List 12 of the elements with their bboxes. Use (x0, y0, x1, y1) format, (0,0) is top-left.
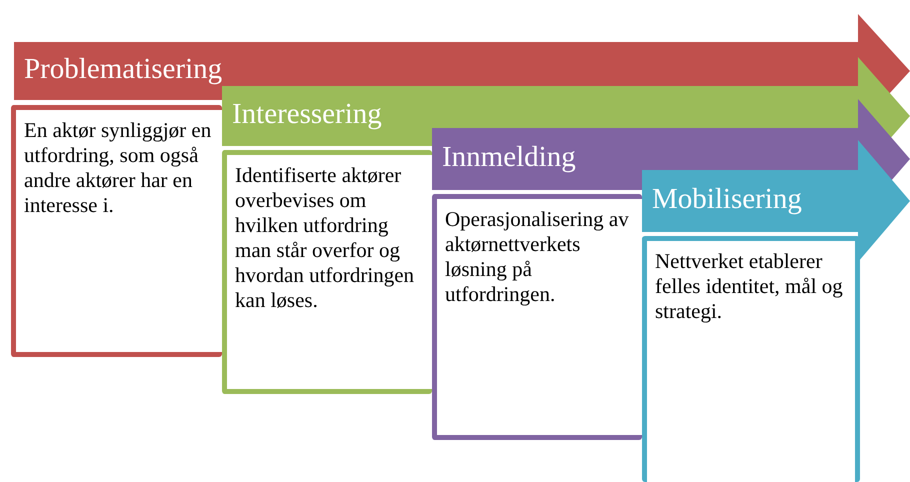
description-text: Operasjonalisering av aktørnettverkets løsning på utfordringen. (445, 207, 630, 307)
description-box (11, 105, 222, 357)
description-box (642, 236, 860, 482)
stage-heading: Innmelding (442, 142, 576, 172)
stage-heading: Problematisering (24, 54, 222, 84)
description-text: En aktør synliggjør en utfordring, som også andre aktører har en interesse i. (24, 118, 212, 218)
description-text: Identifiserte aktører overbevises om hvilken utfordring man står overfor og hvordan utfordringen kan løses. (235, 163, 416, 313)
description-text: Nettverket etablerer felles identitet, mål og strategi. (655, 249, 844, 324)
description-box (432, 194, 642, 440)
stage-heading: Interessering (232, 100, 382, 128)
stage-heading: Mobilisering (652, 184, 802, 214)
description-box (222, 150, 432, 394)
